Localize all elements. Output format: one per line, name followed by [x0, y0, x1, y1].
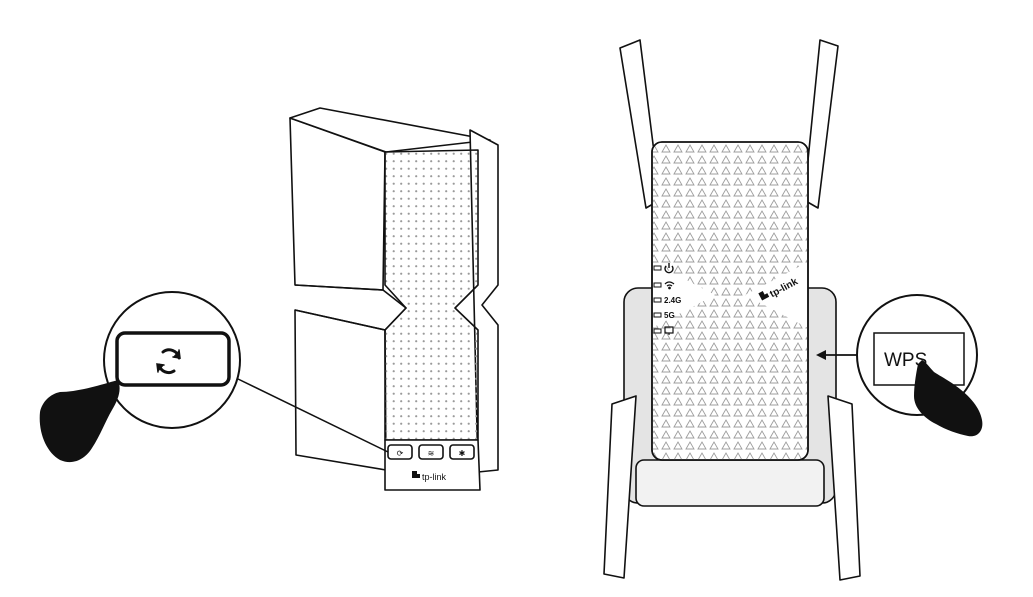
- left-wifi-icon: ≋: [428, 449, 435, 458]
- led-5g: [653, 312, 662, 318]
- label-24g: 2.4G: [664, 296, 681, 305]
- antenna-bottom-left: [603, 395, 637, 579]
- hand-pressing-right: [914, 360, 983, 437]
- power-icon: [664, 263, 674, 274]
- right-extender: [603, 39, 861, 581]
- wps-button-label: WPS: [884, 350, 927, 371]
- left-sync-icon: ⟳: [397, 449, 404, 458]
- led-24g: [653, 297, 662, 303]
- led-indicator-list: 2.4G 5G: [653, 263, 681, 335]
- wifi-icon: [664, 281, 675, 290]
- left-wifi-button[interactable]: [418, 444, 444, 460]
- wps-arrow: [816, 350, 858, 360]
- hand-pressing-left: [39, 380, 120, 463]
- left-zoom-callout: [103, 291, 241, 429]
- led-wifi: [653, 282, 662, 288]
- right-front-outline: [651, 141, 809, 461]
- left-led-button[interactable]: [449, 444, 475, 460]
- zoom-sync-button[interactable]: [115, 331, 231, 387]
- label-5g: 5G: [664, 311, 675, 320]
- led-ethernet: [653, 328, 662, 334]
- left-extender: ⟳ ≋ ✱ tp-link: [289, 107, 499, 491]
- antenna-bottom-right: [827, 395, 861, 581]
- left-leader-line: [235, 377, 389, 453]
- ethernet-icon: [664, 326, 674, 335]
- right-base: [635, 459, 825, 507]
- antenna-top-right: [803, 39, 839, 209]
- svg-text:tp-link: tp-link: [422, 472, 447, 482]
- right-front-texture: [652, 142, 808, 460]
- left-side-panel-bottom: [294, 309, 387, 471]
- left-tplink-logo: tp-link: [412, 471, 447, 482]
- left-front-grille: [384, 149, 479, 441]
- left-fold: [294, 284, 407, 331]
- left-led-icon: ✱: [459, 449, 466, 458]
- sync-icon: [156, 348, 181, 374]
- led-power: [653, 265, 662, 271]
